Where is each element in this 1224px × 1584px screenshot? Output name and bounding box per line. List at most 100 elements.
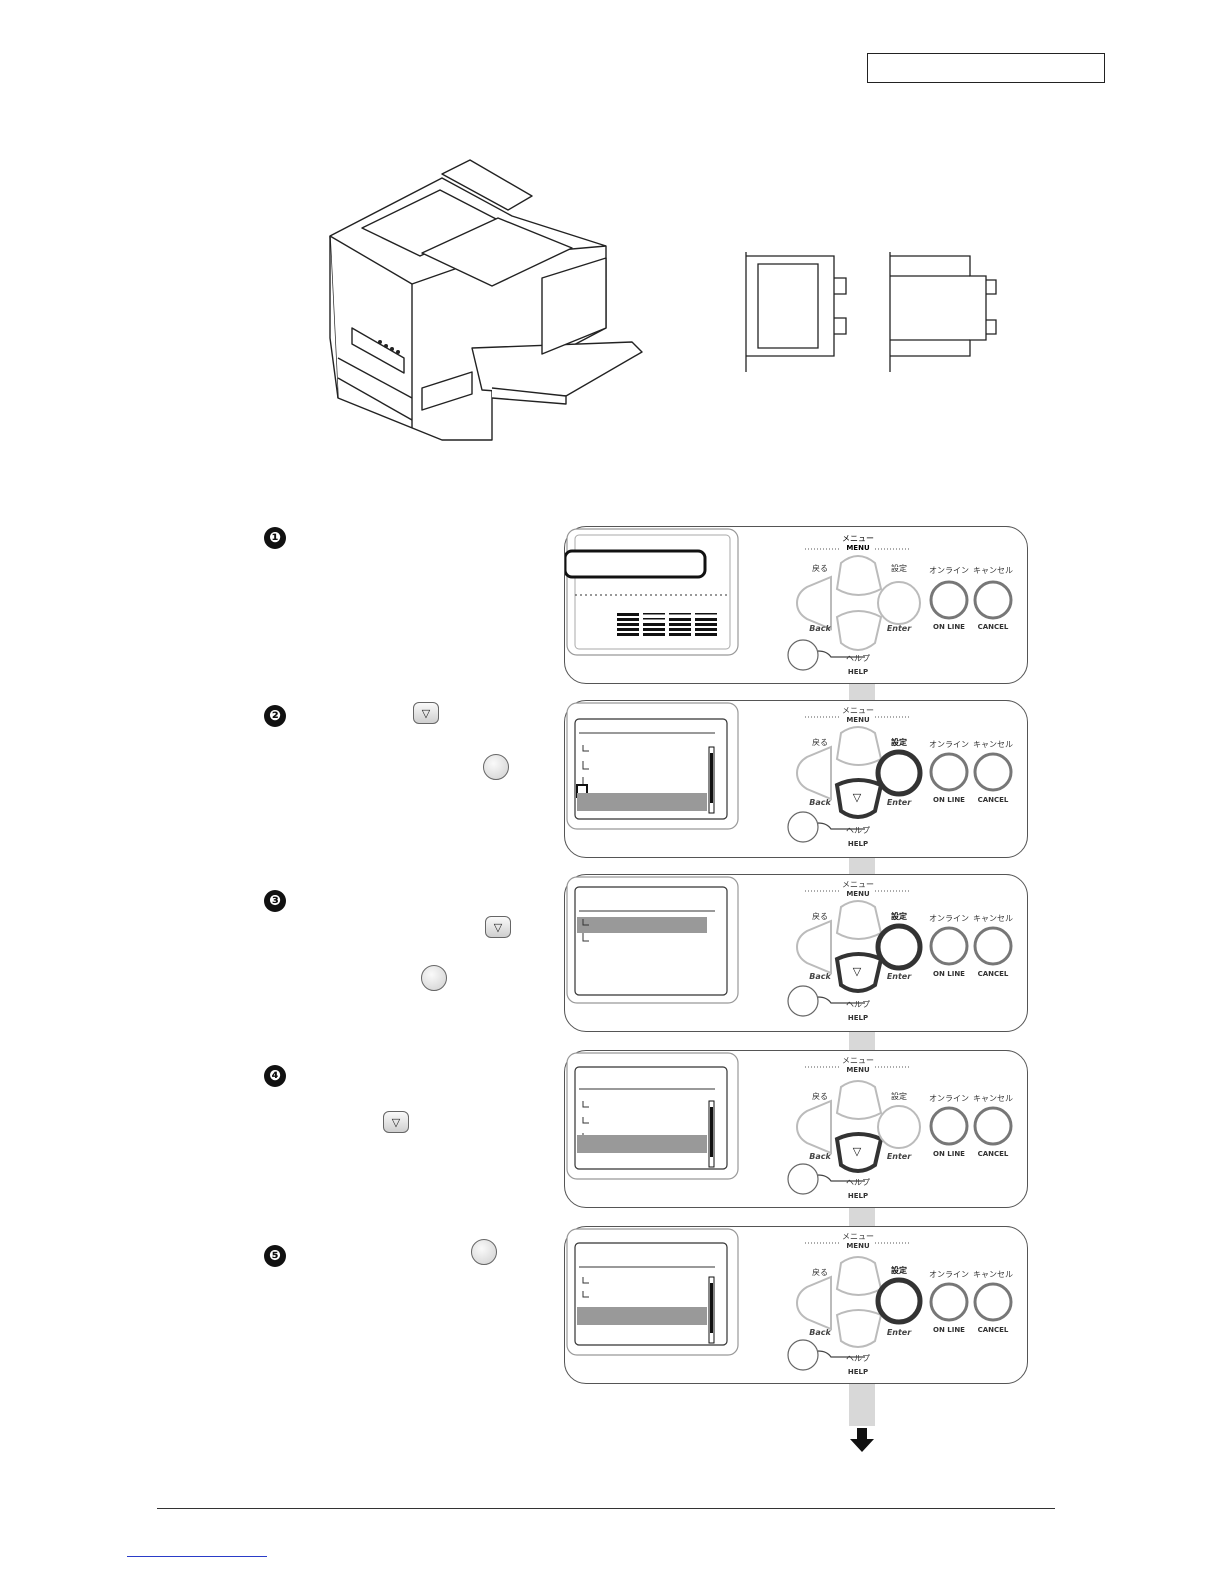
menu-label-en: MENU xyxy=(846,544,870,552)
step-number-3: ❸ xyxy=(264,890,286,912)
online-key[interactable] xyxy=(929,580,969,620)
operator-panel-step-5: メニュー MENU 戻る Back 設定 Enter オンライン ON LINE… xyxy=(564,1226,1028,1384)
enter-label-en: Enter xyxy=(887,1328,912,1337)
cancel-label-en: CANCEL xyxy=(978,623,1009,631)
down-arrow-icon xyxy=(850,1428,874,1452)
back-label-ja: 戻る xyxy=(812,911,828,921)
online-key[interactable] xyxy=(929,752,969,792)
online-label-en: ON LINE xyxy=(933,623,965,631)
online-label-ja: オンライン xyxy=(929,914,969,923)
lcd-screen xyxy=(566,876,739,1004)
help-label-en: HELP xyxy=(848,668,868,676)
enter-key[interactable] xyxy=(877,1105,921,1149)
up-key[interactable] xyxy=(835,1080,883,1120)
online-label-en: ON LINE xyxy=(933,1326,965,1334)
menu-label-en: MENU xyxy=(846,1242,870,1250)
down-key-glyph: ▽ xyxy=(853,1145,862,1158)
lcd-screen xyxy=(566,702,739,830)
enter-key[interactable] xyxy=(875,749,923,797)
help-key[interactable] xyxy=(787,985,819,1017)
header-title-box xyxy=(867,53,1105,83)
cancel-label-ja: キャンセル xyxy=(973,1270,1013,1279)
help-key[interactable] xyxy=(787,1339,819,1371)
enter-key[interactable] xyxy=(877,581,921,625)
cancel-key[interactable] xyxy=(973,1106,1013,1146)
back-key[interactable] xyxy=(795,745,832,801)
help-label-ja: ヘルプ xyxy=(846,826,870,835)
help-label-en: HELP xyxy=(848,1014,868,1022)
panel-keys: メニュー MENU 戻る Back 設定 Enter オンライン ON LINE… xyxy=(787,1232,1013,1376)
step-number-5: ❺ xyxy=(264,1245,286,1267)
up-key[interactable] xyxy=(835,1256,883,1296)
help-label-en: HELP xyxy=(848,1192,868,1200)
online-key[interactable] xyxy=(929,1106,969,1146)
up-key[interactable] xyxy=(835,555,883,596)
enter-label-ja: 設定 xyxy=(891,1265,907,1275)
back-label-ja: 戻る xyxy=(812,1267,828,1277)
enter-key-icon xyxy=(471,1239,497,1265)
footer-rule xyxy=(157,1508,1055,1509)
online-label-ja: オンライン xyxy=(929,1094,969,1103)
enter-label-en: Enter xyxy=(887,972,912,981)
cancel-label-en: CANCEL xyxy=(978,1150,1009,1158)
enter-label-en: Enter xyxy=(887,624,912,633)
help-key[interactable] xyxy=(787,639,819,671)
down-key-glyph: ▽ xyxy=(853,965,862,978)
help-label-en: HELP xyxy=(848,840,868,848)
cancel-label-ja: キャンセル xyxy=(973,740,1013,749)
help-label-ja: ヘルプ xyxy=(846,1000,870,1009)
online-key[interactable] xyxy=(929,926,969,966)
lcd-screen xyxy=(565,528,739,656)
down-key[interactable] xyxy=(835,1309,883,1348)
online-label-ja: オンライン xyxy=(929,566,969,575)
lcd-screen xyxy=(566,1228,739,1356)
down-key-icon: ▽ xyxy=(413,702,439,724)
online-label-en: ON LINE xyxy=(933,796,965,804)
cancel-label-ja: キャンセル xyxy=(973,914,1013,923)
online-label-ja: オンライン xyxy=(929,1270,969,1279)
menu-label-ja: メニュー xyxy=(842,706,874,715)
menu-label-ja: メニュー xyxy=(842,534,874,543)
back-key[interactable] xyxy=(795,1099,832,1155)
back-key[interactable] xyxy=(795,1275,832,1331)
up-key[interactable] xyxy=(835,900,883,940)
help-key[interactable] xyxy=(787,811,819,843)
cancel-label-en: CANCEL xyxy=(978,796,1009,804)
down-key[interactable] xyxy=(835,610,883,651)
tray-diagram xyxy=(745,252,997,372)
help-label-en: HELP xyxy=(848,1368,868,1376)
help-key[interactable] xyxy=(787,1163,819,1195)
enter-label-en: Enter xyxy=(887,1152,912,1161)
step-number-2: ❷ xyxy=(264,705,286,727)
operator-panel-step-1: メニュー MENU 戻る Back 設定 Enter オンライン ON LINE… xyxy=(564,526,1028,684)
enter-label-ja: 設定 xyxy=(891,737,907,747)
cancel-key[interactable] xyxy=(973,752,1013,792)
cancel-label-ja: キャンセル xyxy=(973,1094,1013,1103)
help-label-ja: ヘルプ xyxy=(846,1178,870,1187)
menu-label-en: MENU xyxy=(846,890,870,898)
up-key[interactable] xyxy=(835,726,883,766)
enter-key[interactable] xyxy=(875,923,923,971)
menu-label-ja: メニュー xyxy=(842,880,874,889)
menu-label-en: MENU xyxy=(846,1066,870,1074)
cancel-key[interactable] xyxy=(973,580,1013,620)
back-label-ja: 戻る xyxy=(812,737,828,747)
lcd-screen xyxy=(566,1052,739,1180)
back-label-ja: 戻る xyxy=(812,563,828,573)
back-key[interactable] xyxy=(795,919,832,975)
online-label-ja: オンライン xyxy=(929,740,969,749)
cancel-key[interactable] xyxy=(973,1282,1013,1322)
panel-keys: メニュー MENU ▽ 戻る Back 設定 Enter オンライン ON LI… xyxy=(787,706,1013,848)
back-label-en: Back xyxy=(809,624,831,633)
down-key-icon: ▽ xyxy=(485,916,511,938)
enter-label-ja: 設定 xyxy=(891,563,907,573)
operator-panel-step-3: メニュー MENU ▽ 戻る Back 設定 Enter オンライン ON LI… xyxy=(564,874,1028,1032)
footer-link-underline[interactable] xyxy=(127,1556,267,1557)
online-label-en: ON LINE xyxy=(933,970,965,978)
enter-key[interactable] xyxy=(875,1277,923,1325)
back-key[interactable] xyxy=(795,575,832,631)
printer-illustration xyxy=(329,159,643,441)
online-key[interactable] xyxy=(929,1282,969,1322)
cancel-key[interactable] xyxy=(973,926,1013,966)
panel-keys: メニュー MENU ▽ 戻る Back 設定 Enter オンライン ON LI… xyxy=(787,880,1013,1022)
